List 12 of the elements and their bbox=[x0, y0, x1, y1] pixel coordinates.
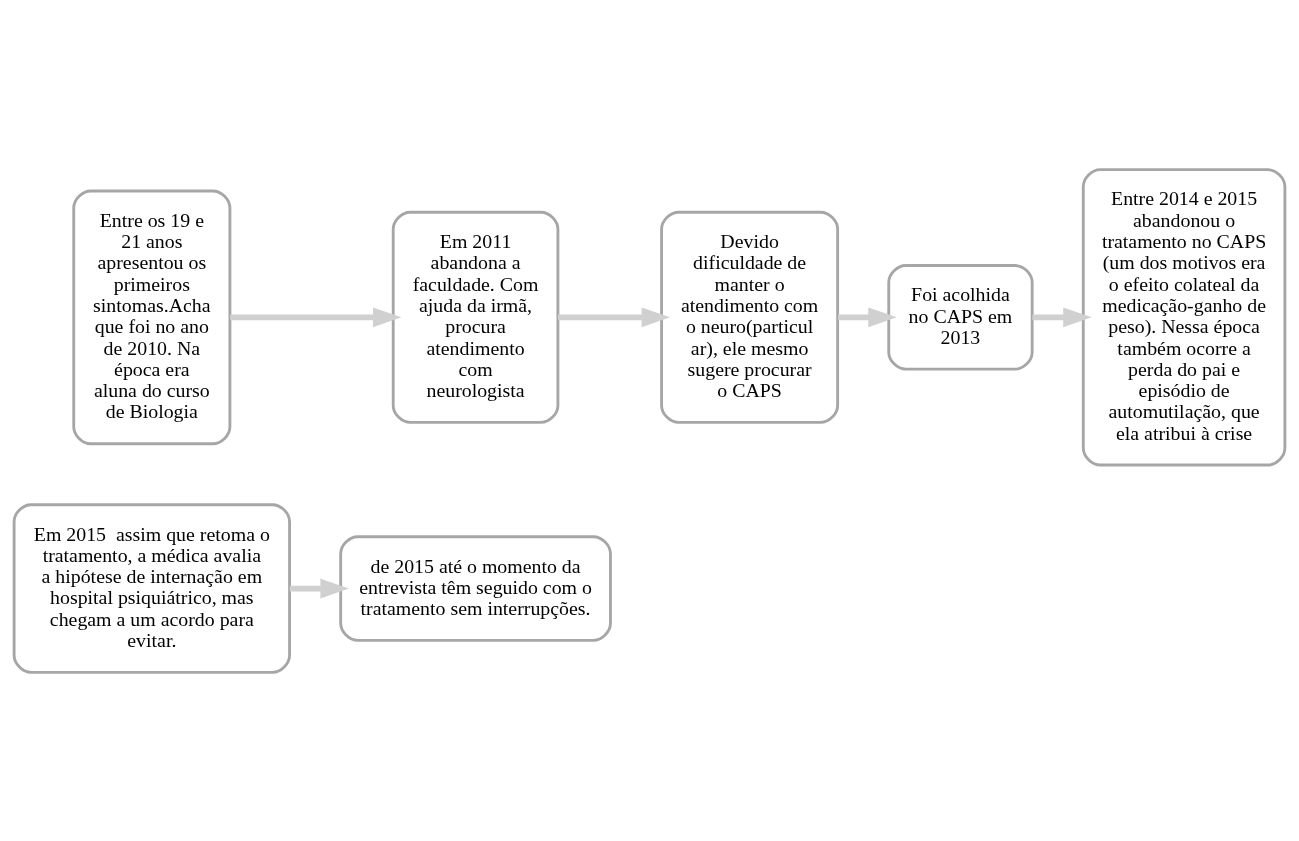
arrow bbox=[558, 306, 671, 327]
arrow bbox=[289, 578, 349, 598]
arrow bbox=[838, 306, 897, 327]
arrow bbox=[1032, 306, 1092, 327]
node-box: Devido dificuldade de manter o atendimento com o neuro(particular), ele mesmo sugere procurar o CAPS bbox=[660, 210, 840, 424]
node-box: Em 2015 assim que retoma o tratamento, a médica avalia a hipótese de internação em hospital psiquiátrico, mas chegam a um acordo para evitar. bbox=[12, 502, 291, 674]
node-box: Foi acolhida no CAPS em 2013 bbox=[887, 263, 1034, 371]
node-box: de 2015 até o momento da entrevista têm seguido com o tratamento sem interrupções. bbox=[339, 534, 612, 642]
node-box: Entre 2014 e 2015 abandonou o tratamento no CAPS (um dos motivos era o efeito colateal da medicação-ganho de peso). Nessa época também ocorre a perda do pai e episódio de automutilação, que ela atribui à crise bbox=[1081, 167, 1287, 466]
node-box: Entre os 19 e 21 anos apresentou os primeiros sintomas.Acha que foi no ano de 2010. Na época era aluna do curso de Biologia bbox=[72, 189, 232, 445]
arrow bbox=[230, 306, 402, 327]
node-box: Em 2011 abandona a faculdade. Com ajuda da irmã, procura atendimento com neurologista bbox=[391, 210, 560, 424]
